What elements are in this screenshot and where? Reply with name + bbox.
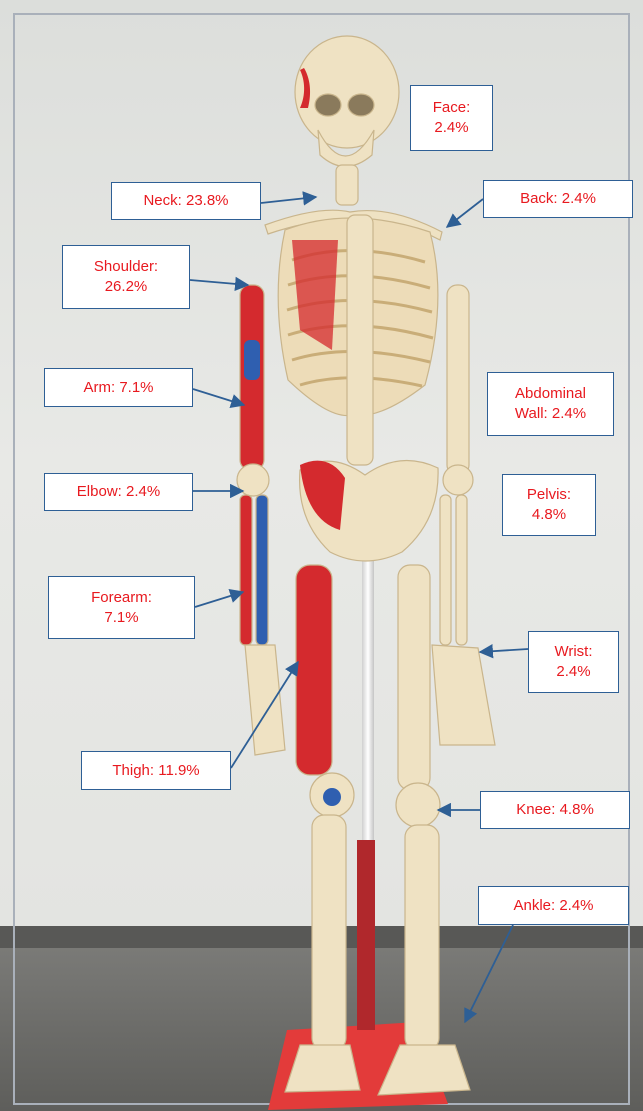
label-forearm: Forearm: 7.1%: [48, 576, 195, 639]
femur-right: [398, 565, 430, 790]
label-forearm-line-1: Forearm:: [91, 588, 152, 608]
label-face: Face: 2.4%: [410, 85, 493, 151]
femur-left: [296, 565, 332, 775]
elbow-right: [443, 465, 473, 495]
label-pelvis: Pelvis: 4.8%: [502, 474, 596, 536]
label-knee-line-1: Knee: 4.8%: [516, 800, 594, 820]
stand-pole-lower: [357, 840, 375, 1030]
label-abdominal-wall-line-1: Abdominal: [515, 384, 586, 404]
label-ankle: Ankle: 2.4%: [478, 886, 629, 925]
lumbar-spine: [347, 215, 373, 465]
label-thigh: Thigh: 11.9%: [81, 751, 231, 790]
forearm-left-1: [240, 495, 252, 645]
skull: [295, 36, 399, 148]
humerus-right: [447, 285, 469, 475]
forearm-right-2: [456, 495, 467, 645]
label-ankle-line-1: Ankle: 2.4%: [513, 896, 593, 916]
tibia-left: [312, 815, 346, 1050]
label-face-line-2: 2.4%: [434, 118, 468, 138]
kneecap-left-blue: [323, 788, 341, 806]
label-arm-line-1: Arm: 7.1%: [83, 378, 153, 398]
label-neck: Neck: 23.8%: [111, 182, 261, 220]
eye-socket-left: [315, 94, 341, 116]
label-wrist-line-2: 2.4%: [556, 662, 590, 682]
label-elbow-line-1: Elbow: 2.4%: [77, 482, 160, 502]
knee-right: [396, 783, 440, 827]
label-thigh-line-1: Thigh: 11.9%: [112, 761, 199, 781]
eye-socket-right: [348, 94, 374, 116]
label-wrist-line-1: Wrist:: [554, 642, 592, 662]
stand-pole: [362, 548, 374, 848]
label-pelvis-line-1: Pelvis:: [527, 485, 571, 505]
label-wrist: Wrist: 2.4%: [528, 631, 619, 693]
label-shoulder-line-2: 26.2%: [105, 277, 148, 297]
forearm-right-1: [440, 495, 451, 645]
label-shoulder: Shoulder: 26.2%: [62, 245, 190, 309]
label-arm: Arm: 7.1%: [44, 368, 193, 407]
label-elbow: Elbow: 2.4%: [44, 473, 193, 511]
tibia-right: [405, 825, 439, 1050]
label-neck-line-1: Neck: 23.8%: [143, 191, 228, 211]
label-abdominal-wall: Abdominal Wall: 2.4%: [487, 372, 614, 436]
cervical-spine: [336, 165, 358, 205]
label-pelvis-line-2: 4.8%: [532, 505, 566, 525]
label-abdominal-wall-line-2: Wall: 2.4%: [515, 404, 586, 424]
label-back: Back: 2.4%: [483, 180, 633, 218]
label-back-line-1: Back: 2.4%: [520, 189, 596, 209]
label-knee: Knee: 4.8%: [480, 791, 630, 829]
humerus-left-blue: [244, 340, 260, 380]
label-forearm-line-2: 7.1%: [104, 608, 138, 628]
label-face-line-1: Face:: [433, 98, 471, 118]
forearm-left-2: [256, 495, 268, 645]
label-shoulder-line-1: Shoulder:: [94, 257, 158, 277]
